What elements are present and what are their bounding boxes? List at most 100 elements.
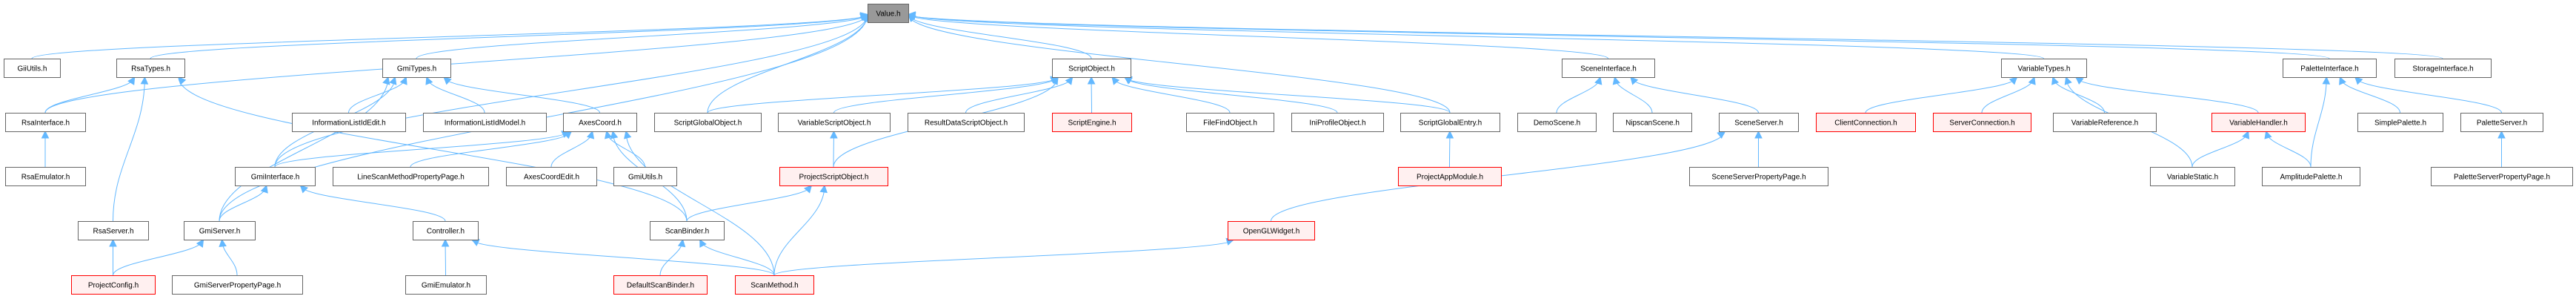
edge-scriptglobalentry-to-scriptobject	[1124, 76, 1451, 114]
node-gmiutils[interactable]: GmiUtils.h	[613, 167, 677, 186]
node-box	[184, 221, 256, 240]
arrowhead-icon	[804, 185, 813, 194]
node-scriptengine[interactable]: ScriptEngine.h	[1052, 113, 1132, 132]
node-variablestatic[interactable]: VariableStatic.h	[2150, 167, 2235, 186]
node-box	[2211, 113, 2306, 132]
node-label: PaletteServer.h	[2477, 119, 2527, 128]
node-storageinterface[interactable]: StorageInterface.h	[2394, 59, 2492, 78]
node-box	[116, 59, 185, 78]
edge-scanbinder-to-projectscriptobject	[686, 185, 812, 222]
node-gmiinterface[interactable]: GmiInterface.h	[235, 167, 316, 186]
node-scanmethod[interactable]: ScanMethod.h	[735, 275, 814, 295]
edge-projectconfig-to-gmiserver	[113, 239, 204, 276]
edge-axescoord-to-gmitypes	[443, 76, 600, 114]
node-label: ProjectAppModule.h	[1417, 174, 1483, 182]
node-box	[1613, 113, 1692, 132]
node-label: AmplitudePalette.h	[2280, 174, 2343, 182]
arrowhead-icon	[443, 76, 452, 85]
node-label: GmiUtils.h	[628, 174, 662, 182]
node-clientconnection[interactable]: ClientConnection.h	[1816, 113, 1916, 132]
node-axescoordedit[interactable]: AxesCoordEdit.h	[506, 167, 597, 186]
node-scriptglobalentry[interactable]: ScriptGlobalEntry.h	[1400, 113, 1500, 132]
node-rsaserver[interactable]: RsaServer.h	[78, 221, 149, 240]
node-box	[2262, 167, 2360, 186]
node-label: ProjectScriptObject.h	[799, 174, 869, 182]
node-label: SceneInterface.h	[1580, 65, 1637, 73]
node-rsatypes[interactable]: RsaTypes.h	[116, 59, 185, 78]
node-projectscriptobject[interactable]: ProjectScriptObject.h	[779, 167, 888, 186]
node-label: ScriptGlobalEntry.h	[1419, 119, 1482, 128]
node-scriptglobalobject[interactable]: ScriptGlobalObject.h	[654, 113, 762, 132]
node-sceneserver[interactable]: SceneServer.h	[1719, 113, 1799, 132]
node-label: SceneServerPropertyPage.h	[1711, 174, 1805, 182]
edge-rsainterface-to-rsatypes	[44, 76, 136, 114]
node-rsainterface[interactable]: RsaInterface.h	[5, 113, 86, 132]
node-value[interactable]: Value.h	[868, 4, 909, 23]
node-controller[interactable]: Controller.h	[413, 221, 479, 240]
node-variabletypes[interactable]: VariableTypes.h	[2001, 59, 2087, 78]
node-gmiserver[interactable]: GmiServer.h	[184, 221, 256, 240]
node-box	[1517, 113, 1597, 132]
node-infolistidedit[interactable]: InformationListIdEdit.h	[292, 113, 406, 132]
node-gmiemulator[interactable]: GmiEmulator.h	[405, 275, 487, 295]
arrowhead-icon	[399, 76, 407, 85]
node-label: PaletteInterface.h	[2300, 65, 2358, 73]
node-box	[735, 275, 814, 295]
node-label: StorageInterface.h	[2412, 65, 2473, 73]
node-scanbinder[interactable]: ScanBinder.h	[650, 221, 725, 240]
node-box	[5, 167, 86, 186]
node-box	[5, 113, 86, 132]
arrowhead-icon	[1065, 76, 1074, 85]
node-scriptobject[interactable]: ScriptObject.h	[1052, 59, 1131, 78]
arrowhead-icon	[2064, 76, 2072, 85]
node-axescoord[interactable]: AxesCoord.h	[563, 113, 637, 132]
edge-demoscene-to-sceneinterface	[1556, 76, 1601, 114]
node-paletteserver[interactable]: PaletteServer.h	[2460, 113, 2543, 132]
node-box	[1689, 167, 1828, 186]
node-variablescriptobject[interactable]: VariableScriptObject.h	[778, 113, 891, 132]
node-defaultscanbinder[interactable]: DefaultScanBinder.h	[613, 275, 708, 295]
arrowhead-icon	[382, 76, 390, 85]
edge-scriptglobalentry-to-value	[908, 14, 1451, 114]
node-box	[654, 113, 762, 132]
node-iniprofileobject[interactable]: IniProfileObject.h	[1291, 113, 1384, 132]
edge-iniprofileobject-to-scriptobject	[1124, 76, 1338, 114]
node-paletteserverpp[interactable]: PaletteServerPropertyPage.h	[2431, 167, 2573, 186]
node-giiutils[interactable]: GiiUtils.h	[4, 59, 61, 78]
node-label: ScanMethod.h	[750, 282, 799, 290]
edge-scriptglobalobject-to-value	[707, 14, 868, 114]
node-amplitudepalette[interactable]: AmplitudePalette.h	[2262, 167, 2360, 186]
node-box	[1291, 113, 1384, 132]
node-box	[2053, 113, 2157, 132]
node-rsaemulator[interactable]: RsaEmulator.h	[5, 167, 86, 186]
node-sceneinterface[interactable]: SceneInterface.h	[1562, 59, 1655, 78]
node-projectconfig[interactable]: ProjectConfig.h	[71, 275, 156, 295]
node-demoscene[interactable]: DemoScene.h	[1517, 113, 1597, 132]
node-box	[78, 221, 149, 240]
node-variablehandler[interactable]: VariableHandler.h	[2211, 113, 2306, 132]
node-label: ScriptEngine.h	[1068, 119, 1116, 128]
edge-variablescriptobject-to-scriptobject	[833, 76, 1059, 114]
node-label: VariableReference.h	[2071, 119, 2138, 128]
arrowhead-icon	[1111, 76, 1120, 85]
node-infolistidmodel[interactable]: InformationListIdModel.h	[423, 113, 547, 132]
edge-variablestatic-to-variablehandler	[2191, 131, 2249, 168]
node-gmitypes[interactable]: GmiTypes.h	[382, 59, 451, 78]
node-paletteinterface[interactable]: PaletteInterface.h	[2283, 59, 2377, 78]
node-box	[613, 275, 708, 295]
node-filefindobject[interactable]: FileFindObject.h	[1186, 113, 1274, 132]
node-sceneserverpp[interactable]: SceneServerPropertyPage.h	[1689, 167, 1828, 186]
node-projectappmodule[interactable]: ProjectAppModule.h	[1398, 167, 1502, 186]
node-box	[1398, 167, 1502, 186]
node-openglwidget[interactable]: OpenGLWidget.h	[1228, 221, 1315, 240]
edge-scanmethod-to-projectscriptobject	[773, 185, 825, 276]
node-simplepalette[interactable]: SimplePalette.h	[2357, 113, 2443, 132]
node-box	[1933, 113, 2031, 132]
node-nipscanscene[interactable]: NipscanScene.h	[1613, 113, 1692, 132]
node-resultdatascriptobject[interactable]: ResultDataScriptObject.h	[908, 113, 1025, 132]
node-box	[2431, 167, 2573, 186]
node-gmiserverpp[interactable]: GmiServerPropertyPage.h	[172, 275, 303, 295]
node-linescanmethodpp[interactable]: LineScanMethodPropertyPage.h	[333, 167, 489, 186]
node-variablereference[interactable]: VariableReference.h	[2053, 113, 2157, 132]
node-serverconnection[interactable]: ServerConnection.h	[1933, 113, 2031, 132]
